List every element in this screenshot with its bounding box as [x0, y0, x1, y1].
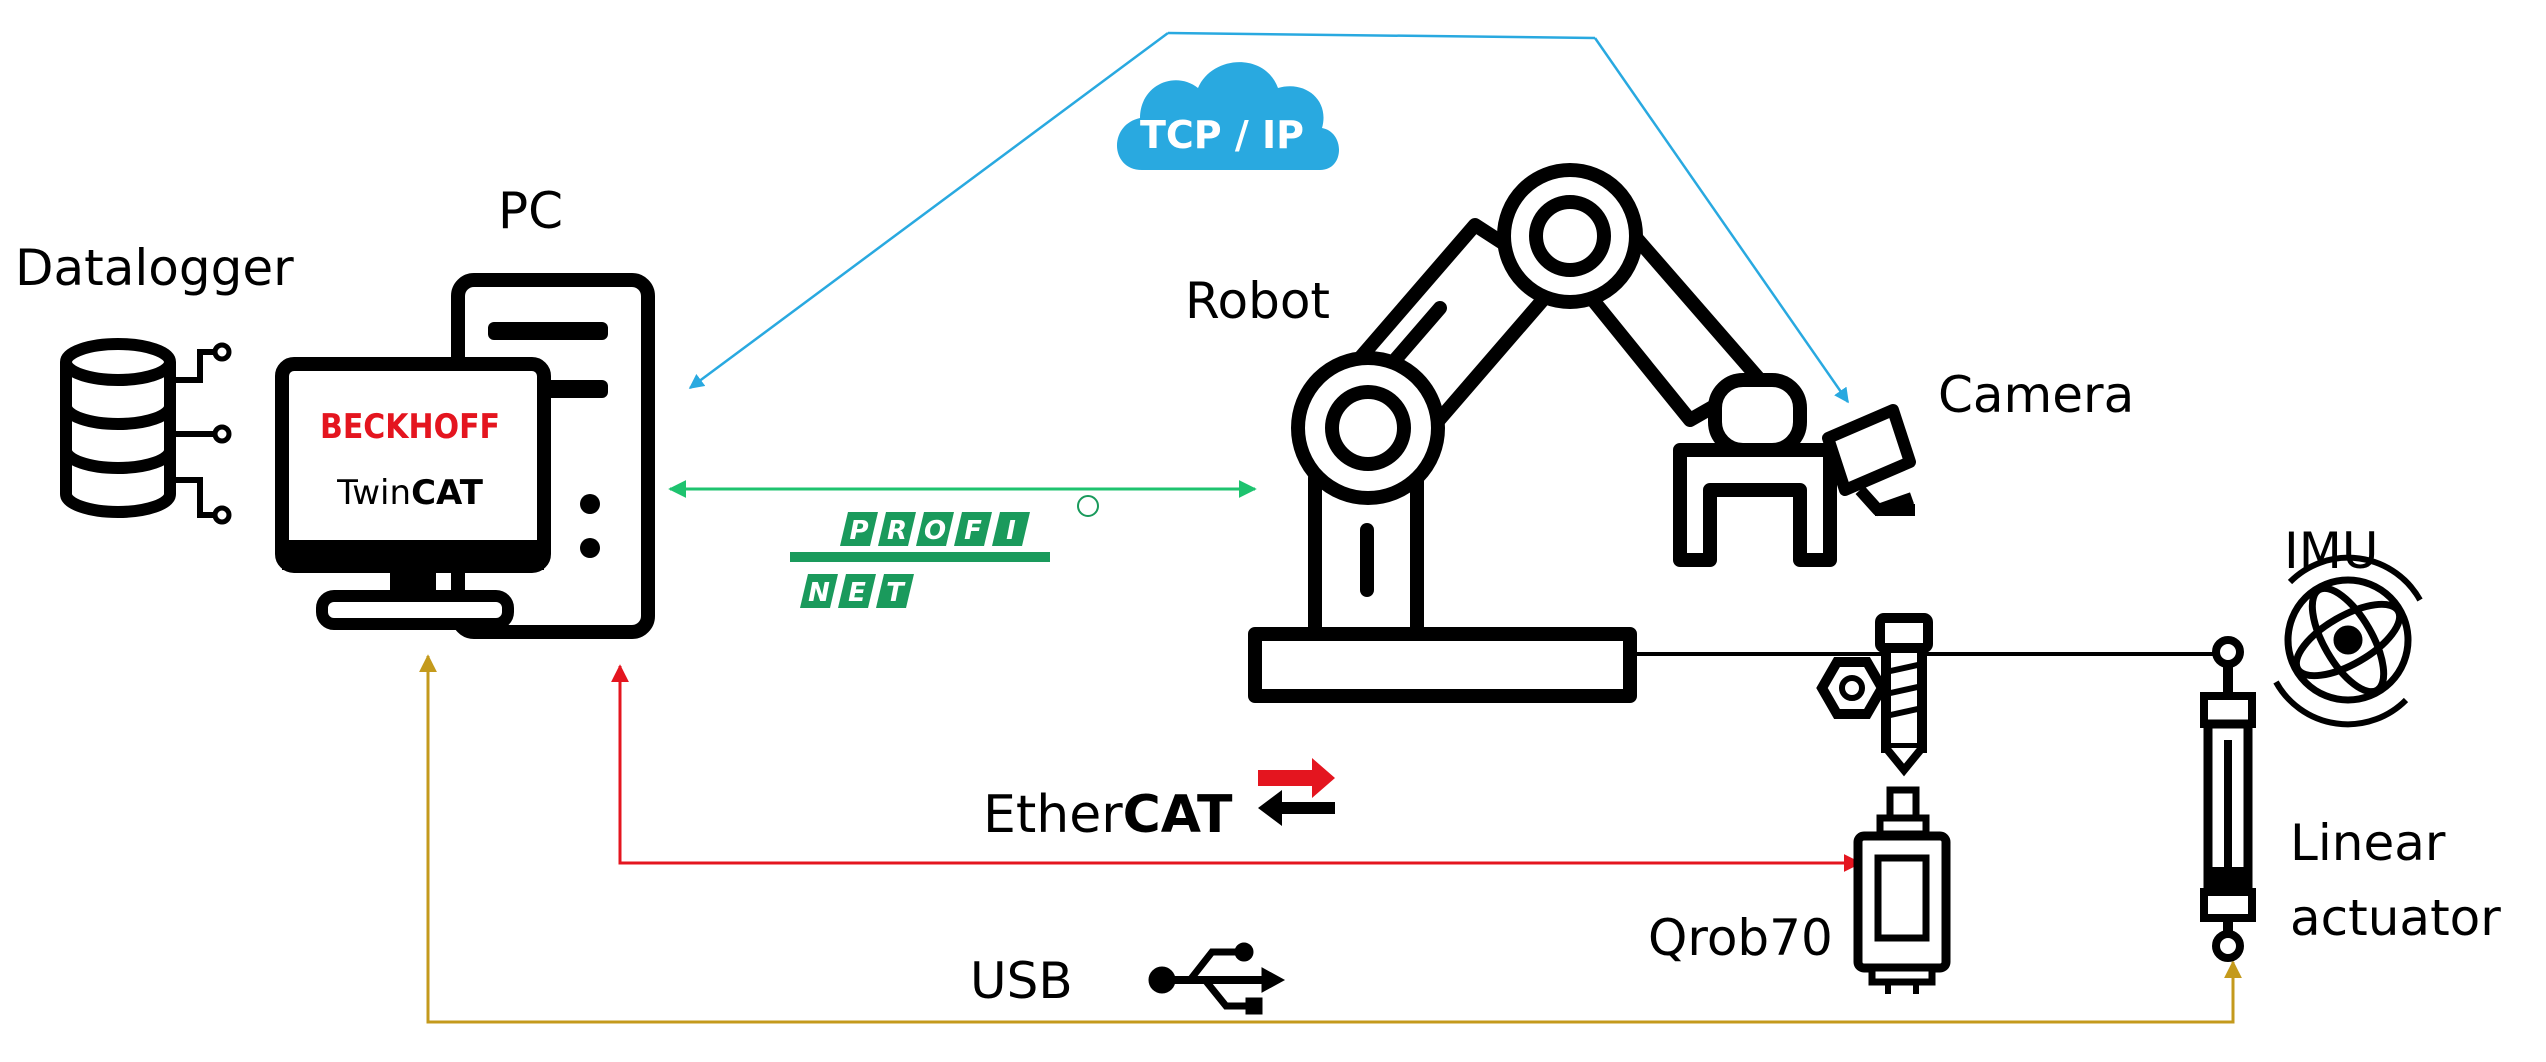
- profinet-profi-box: [954, 512, 992, 546]
- twincat-logo: TwinCAT: [336, 473, 484, 513]
- profinet-profi-box: [878, 512, 916, 546]
- imu-gyroscope-icon: [2273, 554, 2423, 728]
- profinet-profi-box: [992, 512, 1030, 546]
- imu-label: IMU: [2284, 522, 2378, 580]
- tcpip-connection: [688, 31, 1850, 404]
- profinet-stripe: [790, 552, 1050, 562]
- usb-icon: [1148, 942, 1286, 1015]
- ethercat-connection: [611, 664, 1862, 872]
- cloud-icon: [1116, 62, 1340, 171]
- profinet-net-letter: N: [808, 578, 830, 608]
- linear-actuator-label-line1: Linear: [2290, 814, 2446, 872]
- profinet-net-letter: T: [886, 578, 906, 608]
- usb-connection: [419, 654, 2242, 1024]
- datalogger-label: Datalogger: [15, 239, 294, 297]
- linear-actuator-label-line2: actuator: [2290, 889, 2501, 947]
- profinet-profi-letter: R: [887, 516, 907, 546]
- qrob70-label: Qrob70: [1648, 909, 1833, 967]
- ethercat-logo: EtherCAT: [983, 758, 1335, 845]
- camera-icon: [1822, 404, 1916, 516]
- profinet-profi-letter: P: [849, 516, 868, 546]
- profinet-profi-letter: I: [1006, 516, 1016, 546]
- screw-icon: [1816, 613, 1933, 777]
- svg-text:EtherCAT: EtherCAT: [983, 785, 1233, 845]
- desktop-pc-icon: [275, 273, 655, 639]
- beckhoff-logo: BECKHOFF: [320, 407, 500, 447]
- linear-actuator-icon: [2200, 636, 2256, 962]
- profinet-profi-letter: O: [924, 516, 946, 546]
- profinet-profi-box: [840, 512, 878, 546]
- tcpip-label: TCP / IP: [1140, 113, 1304, 157]
- profinet-profi-box: [916, 512, 954, 546]
- pc-label: PC: [498, 182, 563, 240]
- database-icon: [60, 338, 232, 525]
- profinet-net-box: [876, 574, 914, 608]
- robot-label: Robot: [1185, 272, 1330, 330]
- usb-label: USB: [970, 952, 1073, 1010]
- qrob70-sensor-icon: [1853, 786, 1951, 994]
- profinet-net-letter: E: [848, 578, 866, 608]
- camera-label: Camera: [1938, 366, 2134, 424]
- profinet-profi-letter: F: [964, 516, 982, 546]
- profinet-net-box: [800, 574, 838, 608]
- robot-arm-icon: [1248, 163, 1837, 703]
- profinet-net-box: [838, 574, 876, 608]
